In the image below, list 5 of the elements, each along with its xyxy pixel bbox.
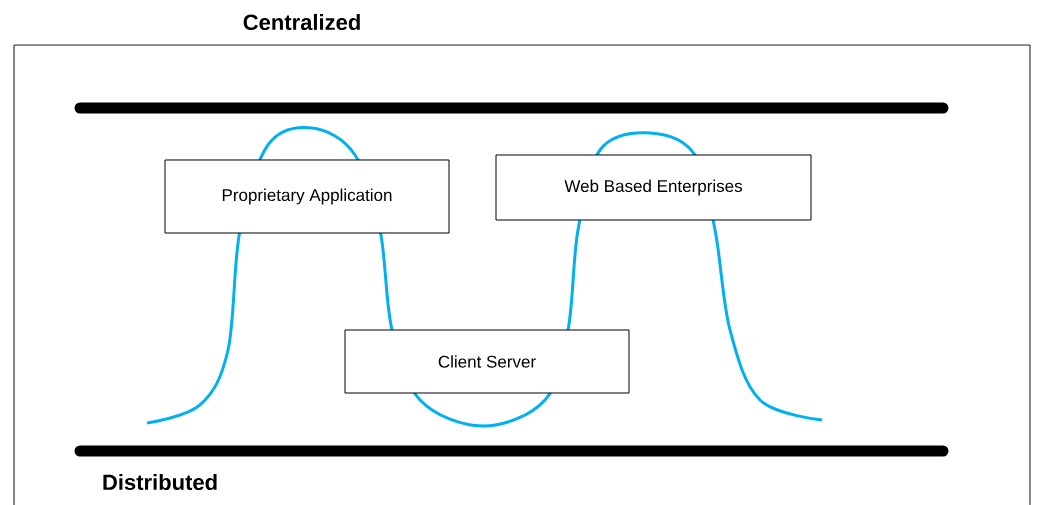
- axis-label: Centralized: [243, 13, 360, 31]
- text-box: Web Based Enterprises: [495, 154, 812, 221]
- text-box: Client Server: [344, 329, 630, 394]
- axis-label: Distributed: [103, 473, 217, 491]
- text-box: Proprietary Application: [164, 159, 450, 234]
